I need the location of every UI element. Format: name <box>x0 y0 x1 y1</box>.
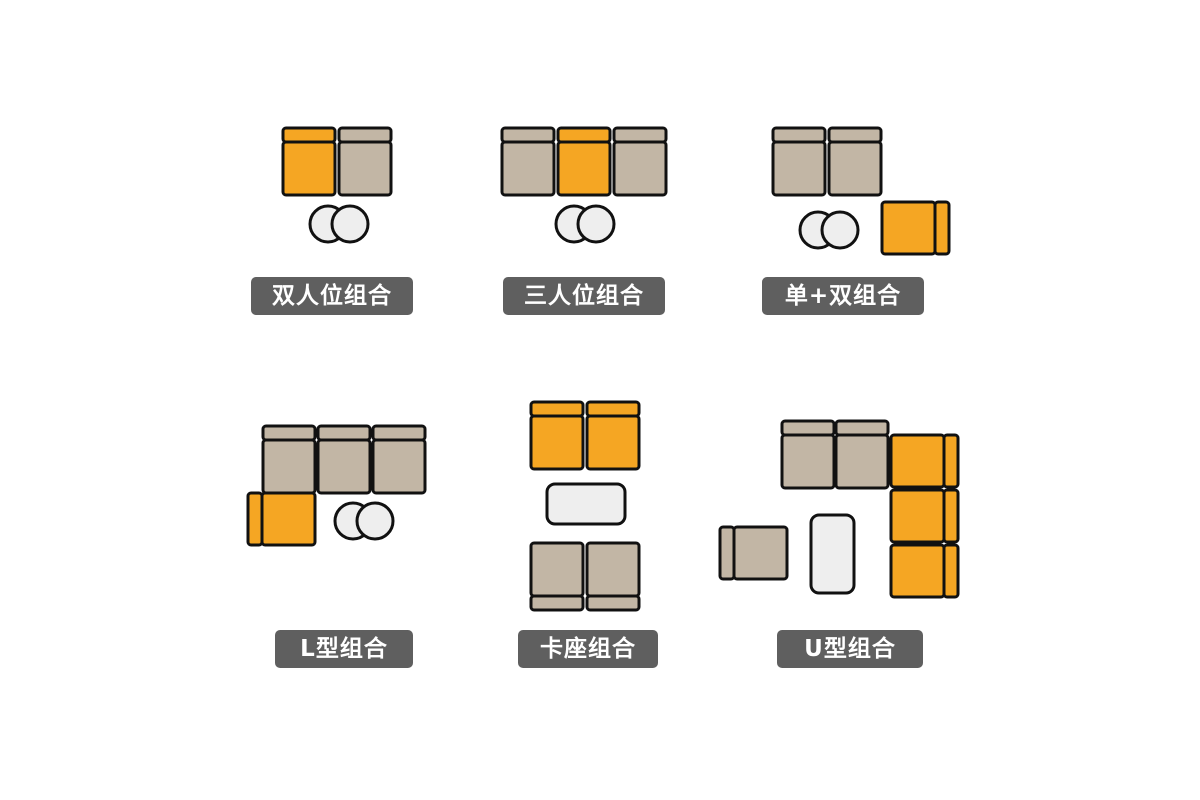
seat-icon <box>880 200 951 256</box>
round-tables-icon <box>798 210 860 250</box>
round-tables-icon <box>333 501 395 541</box>
tall-table-icon <box>809 513 856 595</box>
seat-icon <box>281 126 337 197</box>
seat-icon <box>556 126 612 197</box>
seat-icon <box>889 488 960 544</box>
layout-label-single-double: 单+双组合 <box>762 277 924 315</box>
seat-icon <box>585 400 641 471</box>
round-tables-icon <box>554 204 616 244</box>
seat-icon <box>246 491 317 547</box>
booth-table-icon <box>545 482 627 526</box>
seat-icon <box>529 400 585 471</box>
layout-label-triple: 三人位组合 <box>503 277 665 315</box>
layout-label-booth: 卡座组合 <box>518 630 658 668</box>
seat-icon <box>585 541 641 612</box>
seat-icon <box>371 424 427 495</box>
seat-icon <box>612 126 668 197</box>
seat-icon <box>500 126 556 197</box>
layout-label-u-shape: U型组合 <box>777 630 923 668</box>
seat-icon <box>889 433 960 489</box>
seat-icon <box>337 126 393 197</box>
layout-label-double: 双人位组合 <box>251 277 413 315</box>
seat-icon <box>834 419 890 490</box>
seat-icon <box>827 126 883 197</box>
layout-label-l-shape: L型组合 <box>275 630 413 668</box>
seat-icon <box>780 419 836 490</box>
seat-icon <box>889 543 960 599</box>
seat-icon <box>529 541 585 612</box>
round-tables-icon <box>308 204 370 244</box>
seat-icon <box>261 424 317 495</box>
seat-icon <box>316 424 372 495</box>
seat-icon <box>771 126 827 197</box>
seat-icon <box>718 525 789 581</box>
